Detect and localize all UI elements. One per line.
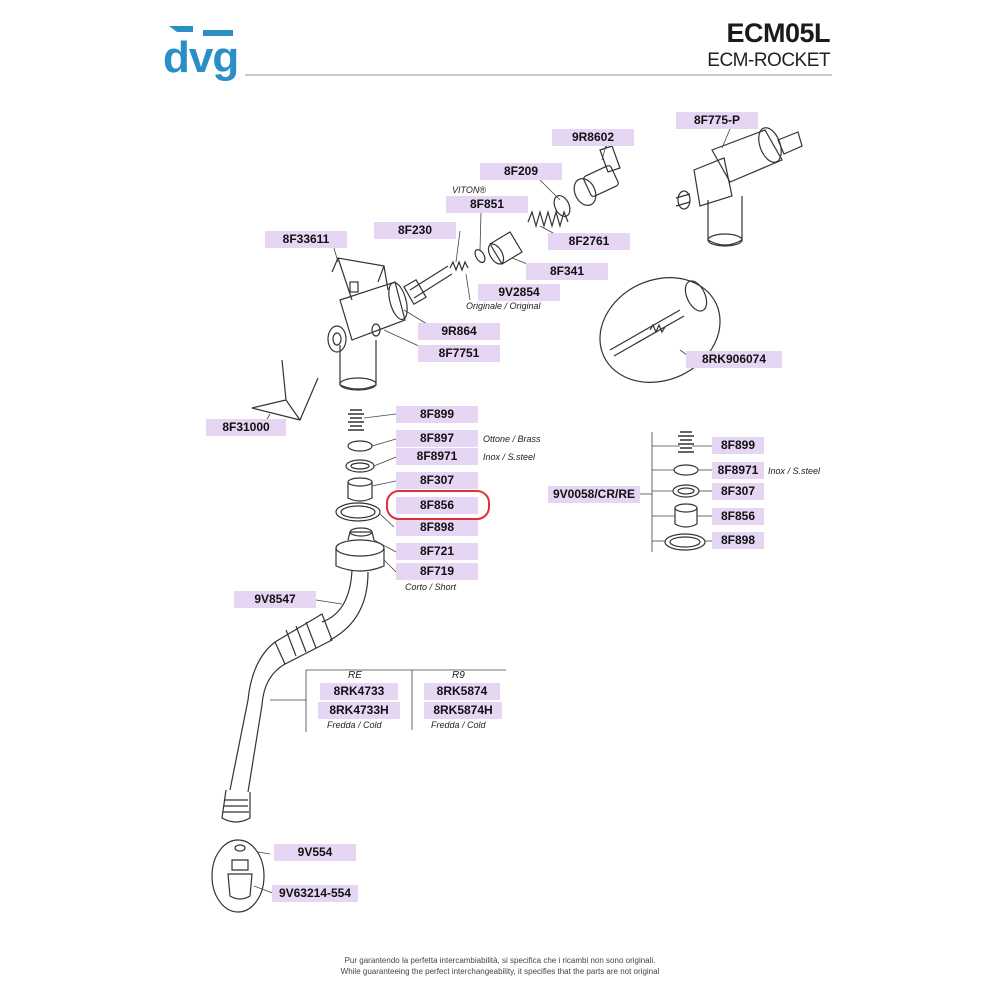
part-label: 8RK5874H bbox=[424, 702, 502, 719]
note-ottone: Ottone / Brass bbox=[483, 434, 541, 444]
page-subtitle: ECM-ROCKET bbox=[707, 50, 830, 71]
note-fredda-re: Fredda / Cold bbox=[327, 720, 382, 730]
valve-body-drawing bbox=[327, 281, 408, 391]
note-inox: Inox / S.steel bbox=[483, 452, 536, 462]
logo-text: dvg bbox=[163, 33, 239, 82]
part-label: 8F721 bbox=[396, 543, 478, 560]
part-label: 8F851 bbox=[446, 196, 528, 213]
part-label-highlighted: 8F856 bbox=[396, 497, 478, 514]
part-label: 8RK5874 bbox=[424, 683, 500, 700]
part-label: 8F898 bbox=[712, 532, 764, 549]
part-label: 8F307 bbox=[396, 472, 478, 489]
part-label: 8F33611 bbox=[265, 231, 347, 248]
part-label: 9V0058/CR/RE bbox=[548, 486, 640, 503]
part-label: 8F899 bbox=[712, 437, 764, 454]
part-label: 9V2854 bbox=[478, 284, 560, 301]
part-label: 8F307 bbox=[712, 483, 764, 500]
part-label: 8F897 bbox=[396, 430, 478, 447]
part-label: 8F856 bbox=[712, 508, 764, 525]
part-label: 9R864 bbox=[418, 323, 500, 340]
part-label: 9V554 bbox=[274, 844, 356, 861]
part-label: 8F230 bbox=[374, 222, 456, 239]
dvg-logo bbox=[163, 20, 238, 86]
page-title: ECM05L bbox=[726, 18, 830, 48]
part-label: 8F8971 bbox=[396, 448, 478, 465]
note-viton: VITON® bbox=[452, 185, 486, 195]
part-label: 8F209 bbox=[480, 163, 562, 180]
part-label: 9V63214-554 bbox=[272, 885, 358, 902]
part-label: 8F341 bbox=[526, 263, 608, 280]
note-inox-alt: Inox / S.steel bbox=[768, 466, 821, 476]
part-label: 8F8971 bbox=[712, 462, 764, 479]
note-originale: Originale / Original bbox=[466, 301, 541, 311]
valve-8f775p-drawing bbox=[675, 127, 803, 247]
part-label: 8F898 bbox=[396, 519, 478, 536]
highlight-circle bbox=[386, 490, 490, 520]
part-label: 8F899 bbox=[396, 406, 478, 423]
part-label: 8RK4733 bbox=[320, 683, 398, 700]
column-header-re: RE bbox=[348, 670, 362, 681]
part-label: 8F7751 bbox=[418, 345, 500, 362]
part-label: 9V8547 bbox=[234, 591, 316, 608]
footer-disclaimer-it: Pur garantendo la perfetta intercambiabi… bbox=[344, 956, 656, 965]
part-label: 8F775-P bbox=[676, 112, 758, 129]
fitting-9r8602-drawing bbox=[573, 140, 621, 206]
logo-drop-icon bbox=[169, 26, 233, 36]
diagram-linework bbox=[211, 127, 803, 913]
leader-lines bbox=[253, 128, 731, 895]
part-label: 8RK4733H bbox=[318, 702, 400, 719]
part-label: 9R8602 bbox=[552, 129, 634, 146]
part-label: 8F31000 bbox=[206, 419, 286, 436]
column-header-r9: R9 bbox=[452, 670, 465, 681]
part-label: 8RK906074 bbox=[686, 351, 782, 368]
note-fredda-r9: Fredda / Cold bbox=[431, 720, 486, 730]
part-label: 8F719 bbox=[396, 563, 478, 580]
footer-disclaimer-en: While guaranteeing the perfect interchan… bbox=[340, 967, 660, 976]
part-label: 8F2761 bbox=[548, 233, 630, 250]
note-corto: Corto / Short bbox=[405, 582, 457, 592]
